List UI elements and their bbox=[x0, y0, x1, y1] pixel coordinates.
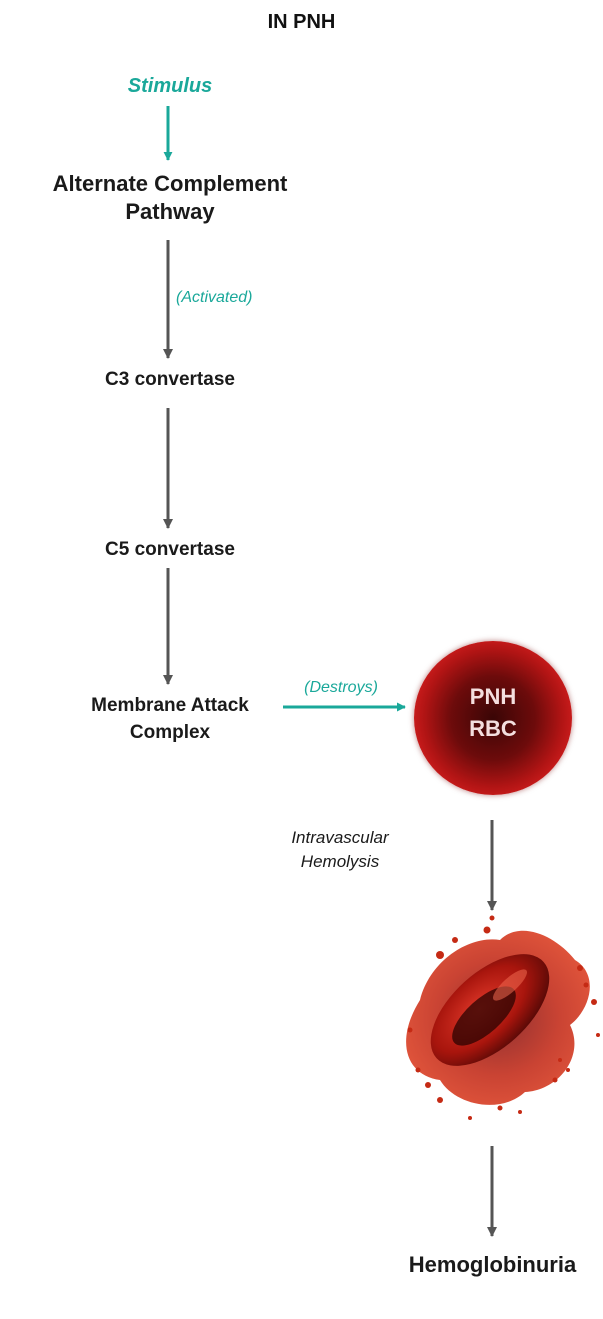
diagram-title: IN PNH bbox=[267, 11, 336, 33]
node-alternate-pathway-line2: Pathway bbox=[125, 198, 215, 224]
node-stimulus: Stimulus bbox=[127, 75, 213, 97]
node-hemolysis-line1: Intravascular bbox=[291, 828, 389, 847]
node-pnh-rbc: PNH RBC bbox=[414, 681, 572, 745]
node-alternate-complement-pathway: Alternate Complement Pathway bbox=[0, 170, 340, 225]
node-c5-convertase: C5 convertase bbox=[105, 539, 235, 560]
node-c3-convertase: C3 convertase bbox=[105, 369, 235, 390]
node-mac-line2: Complex bbox=[129, 721, 211, 743]
edge-label-destroys: (Destroys) bbox=[304, 679, 378, 696]
ruptured-rbc-splatter-icon bbox=[406, 915, 600, 1120]
edge-label-activated: (Activated) bbox=[176, 289, 253, 306]
node-rbc-line1: PNH bbox=[469, 684, 517, 709]
node-membrane-attack-complex: Membrane Attack Complex bbox=[50, 693, 290, 746]
node-alternate-pathway-line1: Alternate Complement bbox=[52, 171, 288, 196]
node-intravascular-hemolysis: Intravascular Hemolysis bbox=[260, 826, 420, 874]
red-blood-cell-icon: PNH RBC bbox=[414, 641, 572, 795]
node-mac-line1: Membrane Attack bbox=[91, 695, 249, 716]
node-hemoglobinuria: Hemoglobinuria bbox=[408, 1252, 577, 1277]
node-hemolysis-line2: Hemolysis bbox=[300, 851, 380, 871]
node-rbc-line2: RBC bbox=[469, 715, 517, 741]
